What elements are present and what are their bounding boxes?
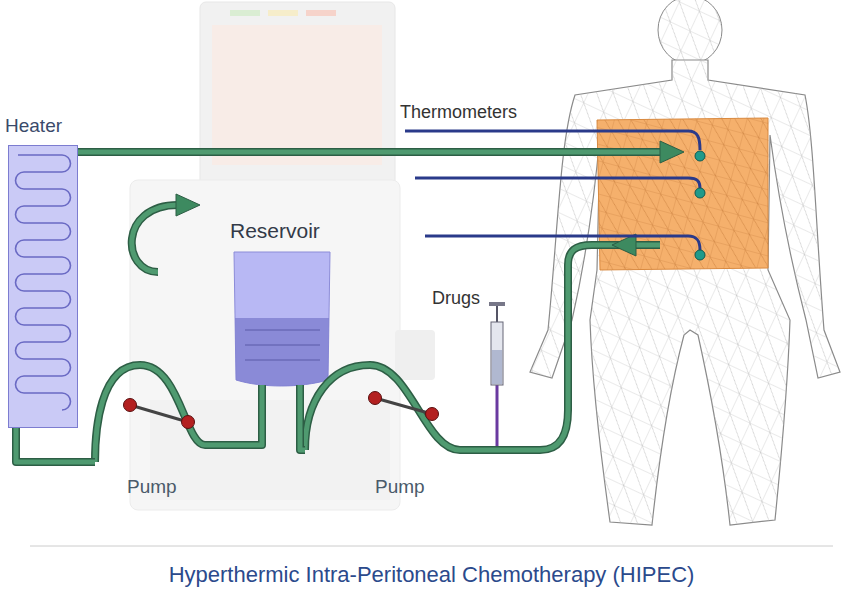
- thermometer-lead: [405, 131, 700, 250]
- tube: [16, 428, 95, 462]
- syringe: [489, 302, 505, 446]
- thermometers-label: Thermometers: [400, 102, 517, 123]
- pump: Pump: [305, 362, 460, 502]
- drugs-label: Drugs: [432, 288, 480, 309]
- node-label: Pump: [375, 476, 425, 498]
- body-figure: [530, 0, 840, 525]
- reservoir-bag: Reservoir: [232, 250, 332, 385]
- node-label: Heater: [5, 115, 62, 137]
- pump-loop: [95, 365, 460, 462]
- tube: [300, 385, 305, 450]
- node-label: Pump: [127, 476, 177, 498]
- machine-background: [130, 2, 435, 510]
- heater-coil-shape: [8, 145, 78, 428]
- flow-arrow: [132, 194, 200, 272]
- node-label: Reservoir: [230, 219, 320, 243]
- outflow-tube: [460, 234, 660, 450]
- separator-line: [30, 546, 833, 547]
- pump: Pump: [95, 362, 255, 502]
- reservoir-bag: [234, 252, 330, 386]
- heater-coil: Heater: [8, 145, 78, 428]
- tube: [255, 385, 262, 445]
- inflow-tube: [78, 141, 684, 163]
- pump-rotor: [124, 392, 439, 429]
- caption: Hyperthermic Intra-Peritoneal Chemothera…: [0, 562, 863, 588]
- thermometer-probe: [695, 151, 705, 260]
